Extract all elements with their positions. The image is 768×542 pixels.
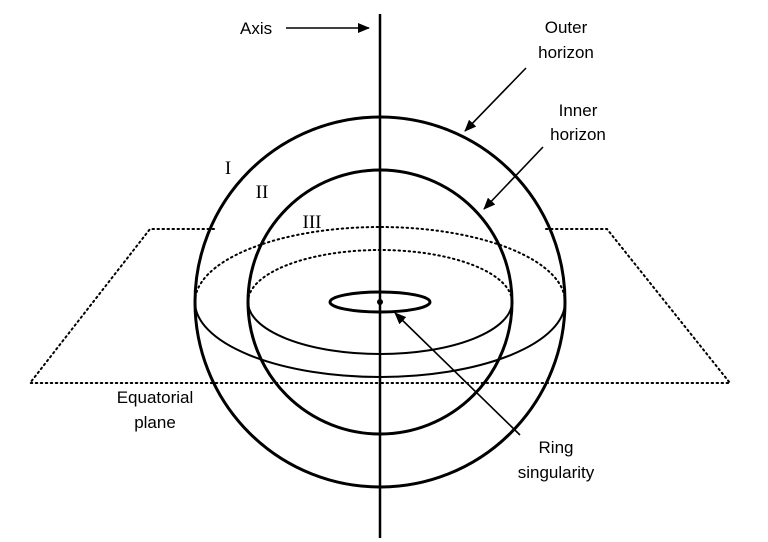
- outer-horizon-arrow: [464, 67, 527, 132]
- equatorial-plane-label-2: plane: [134, 413, 176, 432]
- ring-singularity-arrow: [394, 312, 521, 436]
- outer-equator-back: [194, 226, 566, 303]
- inner-horizon-label-1: Inner: [559, 101, 598, 120]
- region-2-label: II: [256, 182, 269, 203]
- axis-label: Axis: [240, 19, 272, 38]
- outer-horizon-label-1: Outer: [545, 18, 588, 37]
- region-3-label: III: [303, 212, 322, 233]
- ring-singularity-label-1: Ring: [539, 438, 574, 457]
- equatorial-plane-label-1: Equatorial: [117, 388, 194, 407]
- ring-singularity-label-2: singularity: [518, 463, 595, 482]
- inner-horizon-arrow: [483, 146, 544, 210]
- region-1-label: I: [225, 158, 231, 179]
- equatorial-plane-right: [379, 228, 733, 384]
- inner-horizon-label-2: horizon: [550, 125, 606, 144]
- equatorial-plane-left: [27, 228, 381, 384]
- outer-horizon-label-2: horizon: [538, 43, 594, 62]
